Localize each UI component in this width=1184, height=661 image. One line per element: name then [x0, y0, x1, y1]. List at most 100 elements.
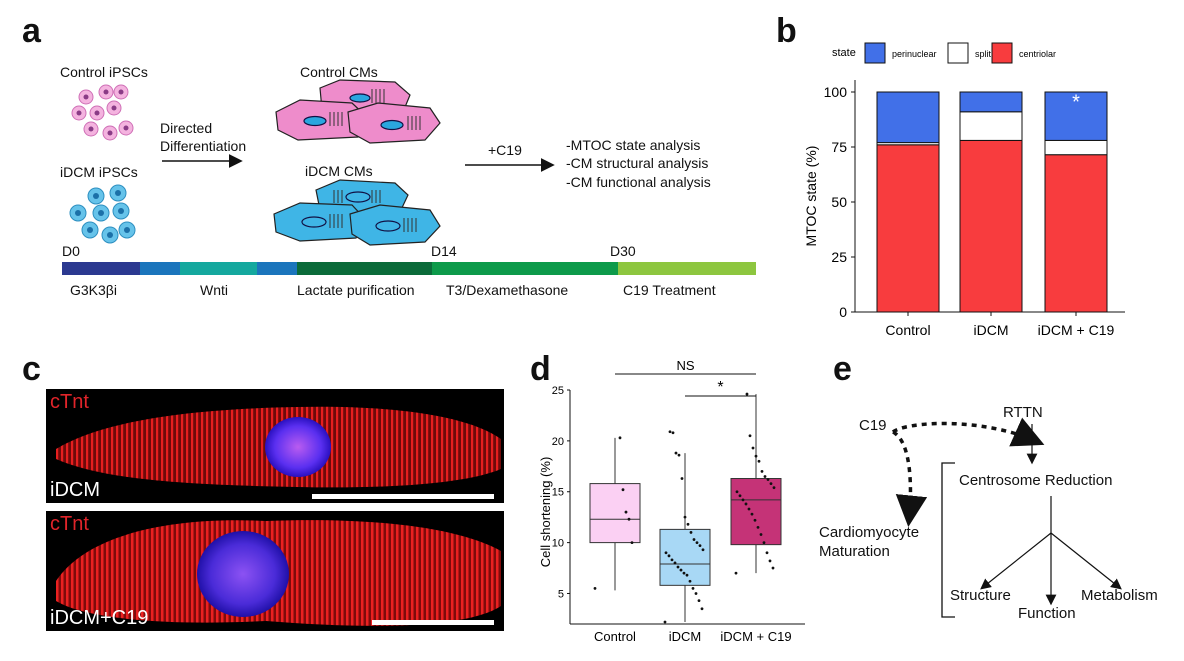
idcm-ipsc-cells: [69, 184, 136, 244]
x-tick-label: iDCM + C19: [720, 629, 791, 644]
data-point: [759, 533, 763, 536]
control-ipsc-label: Control iPSCs: [60, 64, 148, 80]
data-point: [698, 544, 702, 548]
c19-to-rttn-arrow: [891, 417, 1045, 447]
data-point: [756, 525, 760, 529]
day-30: D30: [610, 243, 636, 259]
significance-star: *: [1072, 91, 1080, 113]
legend-split: split: [975, 49, 992, 59]
legend-swatch-perinuclear: [864, 42, 886, 64]
data-point: [686, 522, 690, 526]
bar-centriolar: [1044, 154, 1108, 313]
bar-split: [959, 111, 1023, 141]
data-point: [670, 558, 674, 562]
data-point: [683, 515, 687, 519]
panel-letter-b: b: [776, 12, 797, 50]
idcm-cms-cluster: [273, 179, 441, 246]
data-point: [745, 392, 749, 396]
y-tick-label: 50: [831, 194, 847, 210]
data-point: [762, 541, 766, 545]
data-point: [685, 573, 689, 577]
stain-label-1: cTnt: [50, 391, 89, 413]
data-point: [751, 446, 755, 450]
image-label-idcm-c19: iDCM+C19: [50, 607, 149, 629]
data-point: [624, 510, 628, 514]
micrograph-idcm-c19: cTnt iDCM+C19: [46, 511, 504, 631]
legend-title: state: [832, 47, 856, 59]
data-point: [769, 482, 773, 485]
data-point: [734, 571, 738, 575]
maturation-label: Maturation: [819, 543, 890, 560]
panel-letter-c: c: [22, 350, 41, 388]
y-tick-label: 5: [558, 588, 564, 600]
box: [730, 478, 782, 546]
data-point: [735, 490, 739, 494]
data-point: [689, 531, 693, 534]
metabolism-node: Metabolism: [1081, 587, 1158, 604]
data-point: [753, 518, 757, 522]
y-tick-label: 75: [831, 139, 847, 155]
data-point: [747, 507, 751, 511]
legend-swatch-centriolar: [991, 42, 1013, 64]
data-point: [674, 451, 678, 455]
legend-swatch-split: [947, 42, 969, 64]
y-tick-label: 20: [552, 436, 564, 448]
micrograph-idcm: cTnt iDCM: [46, 389, 504, 503]
panel-a-graphics: [62, 79, 756, 275]
bar-centriolar: [959, 139, 1023, 313]
y-tick-label: 0: [839, 304, 847, 320]
analysis-1: -MTOC state analysis: [566, 137, 701, 153]
data-point: [621, 488, 625, 492]
data-point: [664, 551, 668, 555]
analysis-2: -CM structural analysis: [566, 155, 709, 171]
directed-label: Directed: [160, 120, 213, 136]
data-point: [667, 554, 671, 558]
mtoc-chart: state perinuclear split centriolar MTOC …: [803, 42, 1125, 338]
bar-perinuclear: [876, 91, 940, 144]
data-point: [760, 469, 764, 473]
data-point: [750, 512, 754, 516]
stage-g3k3bi: G3K3βi: [70, 282, 117, 298]
x-tick-label: Control: [594, 629, 636, 644]
idcm-ipsc-label: iDCM iPSCs: [60, 164, 138, 180]
y-axis-label: MTOC state (%): [803, 146, 819, 247]
data-point: [663, 620, 667, 624]
c19-node: C19: [859, 417, 887, 434]
scale-bar-1: [312, 494, 494, 499]
c19-to-maturation-arrow: [891, 430, 928, 527]
day-14: D14: [431, 243, 457, 259]
bar-perinuclear: [1044, 91, 1108, 141]
legend-centriolar: centriolar: [1019, 49, 1056, 59]
stage-t3-dex: T3/Dexamethasone: [446, 282, 569, 298]
data-point: [768, 559, 772, 563]
y-tick-label: 25: [552, 385, 564, 397]
box: [659, 528, 711, 586]
analysis-3: -CM functional analysis: [566, 174, 711, 190]
data-point: [627, 517, 631, 521]
y-tick-label: 100: [824, 84, 848, 100]
stage-c19: C19 Treatment: [623, 282, 716, 298]
data-point: [695, 541, 699, 545]
data-point: [766, 478, 770, 481]
stage-wnti: Wnti: [200, 282, 228, 298]
data-point: [741, 498, 745, 502]
timeline-bar: [62, 262, 756, 275]
significance-label: *: [717, 379, 723, 396]
control-cms-label: Control CMs: [300, 64, 378, 80]
data-point: [744, 502, 748, 506]
centrosome-node: Centrosome Reduction: [959, 472, 1113, 489]
scale-bar-2: [372, 620, 494, 625]
data-point: [701, 548, 705, 552]
data-point: [765, 551, 769, 555]
data-point: [763, 475, 767, 478]
data-point: [673, 561, 677, 565]
data-point: [694, 592, 698, 595]
data-point: [691, 586, 695, 590]
idcm-cms-label: iDCM CMs: [305, 163, 373, 179]
data-point: [679, 568, 683, 572]
day-0: D0: [62, 243, 80, 259]
c19-treatment-label: +C19: [488, 142, 522, 158]
cardiomyocyte-label: Cardiomyocyte: [819, 524, 920, 541]
x-tick-label: iDCM: [669, 629, 702, 644]
